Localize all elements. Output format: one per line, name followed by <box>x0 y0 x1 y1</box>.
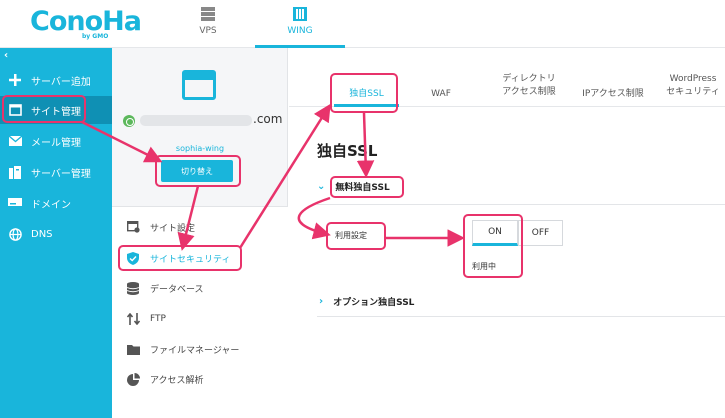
accordion-free-ssl[interactable]: ⌄ 無料独自SSL <box>317 180 390 193</box>
menu-item-access-analytics[interactable]: アクセス解析 <box>112 366 288 392</box>
domain-icon <box>8 196 22 210</box>
subtab-custom-ssl[interactable]: 独自SSL <box>349 89 384 99</box>
sidebar-item-site-management[interactable]: サイト管理 <box>0 96 112 124</box>
ssl-off-button[interactable]: OFF <box>518 220 563 246</box>
top-bar: ConoHa by GMO VPS WING <box>0 0 725 48</box>
chevron-right-icon: › <box>319 296 324 307</box>
divider <box>317 316 725 317</box>
globe-icon <box>8 227 22 241</box>
ftp-icon <box>126 312 140 326</box>
sidebar-item-label: メール管理 <box>31 137 81 149</box>
menu-item-ftp[interactable]: FTP <box>112 306 288 332</box>
divider <box>317 204 725 205</box>
account-name: sophia-wing <box>175 144 225 153</box>
menu-item-database[interactable]: データベース <box>112 275 288 301</box>
sidebar-item-label: サーバー追加 <box>31 76 91 88</box>
menu-item-label: サイトセキュリティ <box>150 254 231 265</box>
site-menu: サイト設定 サイトセキュリティ データベース FTP <box>112 207 288 418</box>
sidebar: ‹ サーバー追加 サイト管理 メール管理 サーバー管理 <box>0 48 112 418</box>
mail-icon <box>8 134 22 148</box>
sidebar-item-server-management[interactable]: サーバー管理 <box>0 158 112 186</box>
menu-item-file-manager[interactable]: ファイルマネージャー <box>112 336 288 362</box>
menu-item-label: データベース <box>150 284 204 295</box>
menu-item-label: FTP <box>150 314 166 324</box>
annotation-highlight <box>330 73 398 113</box>
domain-suffix: .com <box>253 112 283 126</box>
tab-vps[interactable]: VPS <box>163 4 253 48</box>
folder-icon <box>126 342 140 356</box>
plus-icon <box>8 73 22 87</box>
divider <box>112 206 288 207</box>
accordion-label: オプション独自SSL <box>333 298 415 308</box>
usage-setting-label: 利用設定 <box>335 231 367 240</box>
database-icon <box>126 281 140 295</box>
domain-name-redacted <box>140 115 252 126</box>
menu-item-label: ファイルマネージャー <box>150 345 240 356</box>
subtab-ip-access[interactable]: IPアクセス制限 <box>582 89 644 99</box>
ssl-on-button[interactable]: ON <box>472 220 518 246</box>
accordion-option-ssl[interactable]: › オプション独自SSL <box>319 295 414 308</box>
sidebar-item-domain[interactable]: ドメイン <box>0 189 112 217</box>
site-window-icon <box>182 70 216 100</box>
server-icon <box>8 165 22 179</box>
server-rack-icon <box>201 7 215 21</box>
conoha-logo[interactable]: ConoHa <box>30 6 142 37</box>
site-settings-icon <box>126 220 140 234</box>
power-status-icon <box>123 115 135 127</box>
logo-sub: by GMO <box>82 33 109 40</box>
section-title: 独自SSL <box>317 142 378 160</box>
sidebar-item-label: サイト管理 <box>31 106 81 118</box>
tab-wing-label: WING <box>287 26 313 36</box>
sidebar-collapse-icon[interactable]: ‹ <box>4 50 9 61</box>
annotation-highlight <box>2 95 86 123</box>
menu-item-site-settings[interactable]: サイト設定 <box>112 214 288 240</box>
switch-button[interactable]: 切り替え <box>161 160 233 182</box>
tab-wing[interactable]: WING <box>255 4 345 48</box>
window-icon <box>8 103 22 117</box>
subtab-active-indicator <box>334 104 399 107</box>
subtab-waf[interactable]: WAF <box>431 89 451 99</box>
sidebar-item-mail[interactable]: メール管理 <box>0 127 112 155</box>
site-panel: .com sophia-wing 切り替え サイト設定 サイトセキュリティ <box>112 48 288 418</box>
chevron-down-icon: ⌄ <box>317 181 326 192</box>
sidebar-item-add-server[interactable]: サーバー追加 <box>0 66 112 94</box>
menu-item-label: アクセス解析 <box>150 375 204 386</box>
shield-icon <box>126 251 140 265</box>
accordion-label: 無料独自SSL <box>335 183 390 193</box>
sidebar-item-dns[interactable]: DNS <box>0 220 112 248</box>
subtab-wordpress-security[interactable]: WordPress セキュリティ <box>666 74 720 97</box>
sidebar-item-label: ドメイン <box>31 199 71 211</box>
wing-icon <box>293 7 307 21</box>
pie-chart-icon <box>126 372 140 386</box>
tab-active-indicator <box>255 45 345 48</box>
subtab-directory-access[interactable]: ディレクトリ アクセス制限 <box>502 74 556 97</box>
main-content: 独自SSL WAF ディレクトリ アクセス制限 IPアクセス制限 WordPre… <box>289 48 725 418</box>
status-text: 利用中 <box>472 262 496 271</box>
subtab-divider <box>289 106 725 107</box>
menu-item-site-security[interactable]: サイトセキュリティ <box>112 245 288 271</box>
sidebar-item-label: サーバー管理 <box>31 168 91 180</box>
menu-item-label: サイト設定 <box>150 223 196 234</box>
sidebar-item-label: DNS <box>31 228 53 240</box>
tab-vps-label: VPS <box>199 26 217 36</box>
